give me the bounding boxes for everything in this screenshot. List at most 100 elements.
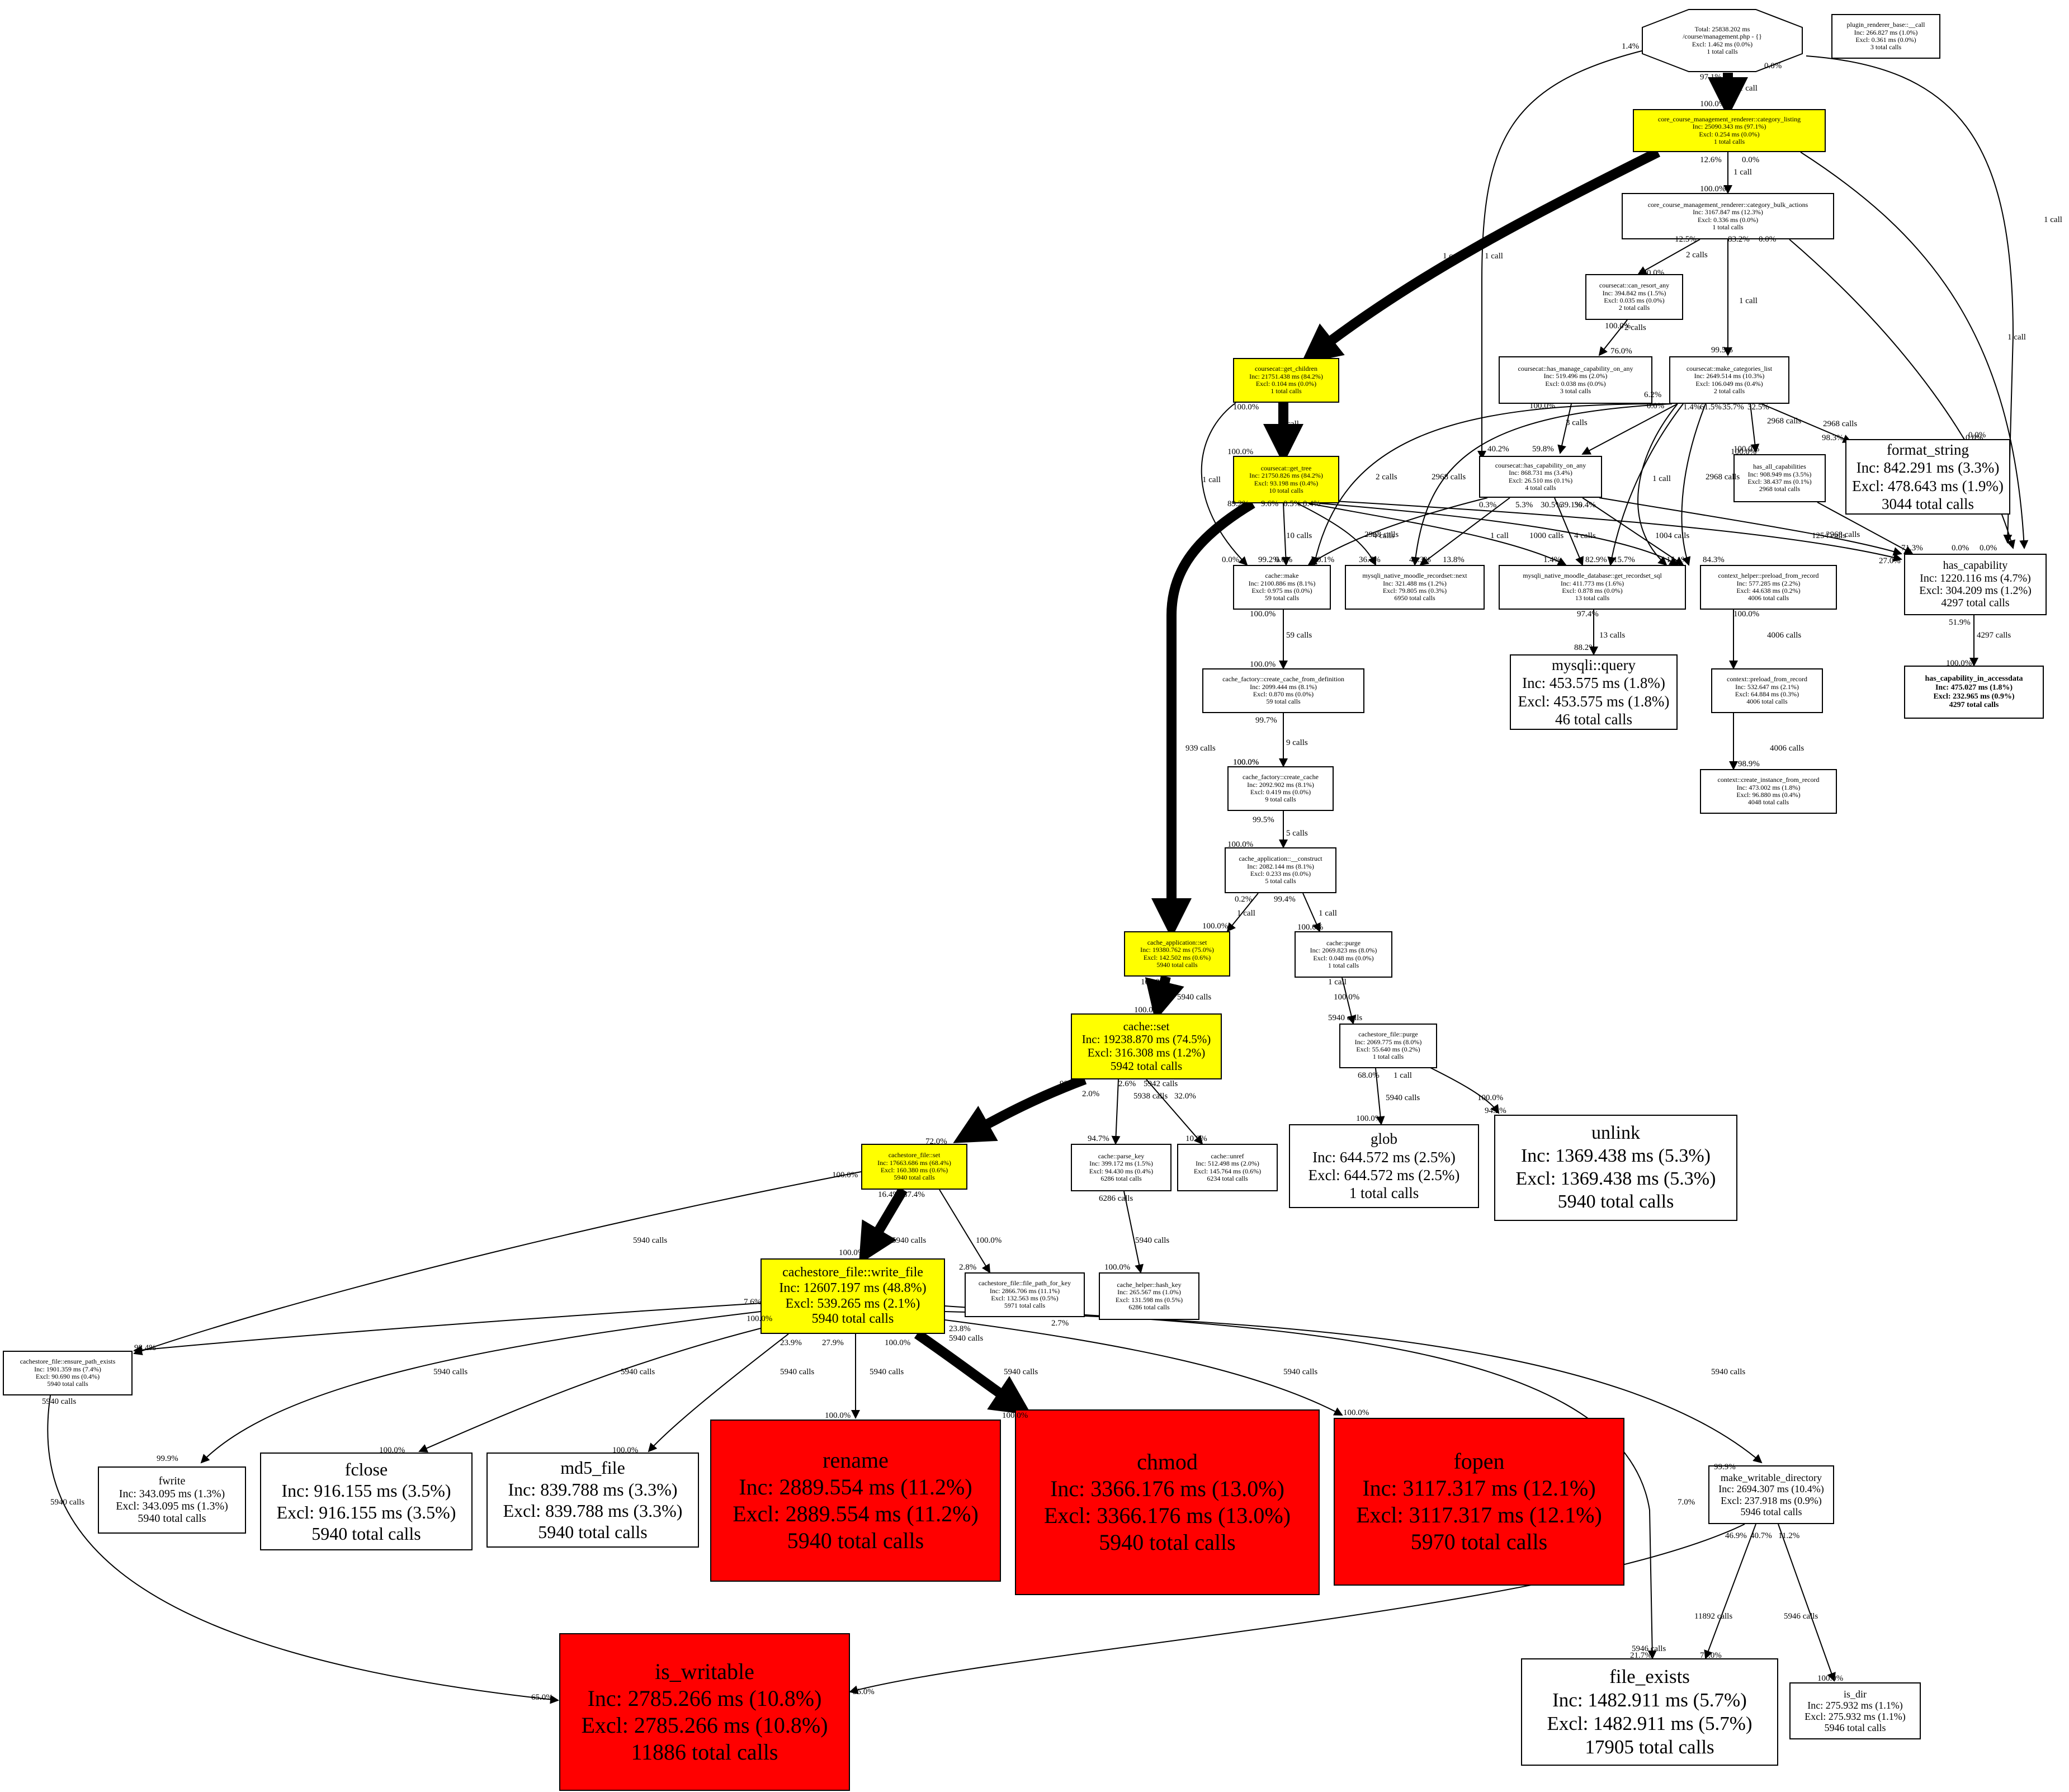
node-text: Inc: 453.575 ms (1.8%) — [1522, 675, 1665, 692]
node-chmod[interactable]: chmod Inc: 3366.176 ms (13.0%) Excl: 336… — [1015, 1409, 1320, 1595]
node-format-string[interactable]: format_string Inc: 842.291 ms (3.3%) Exc… — [1845, 439, 2010, 515]
node-create-instance[interactable]: context::create_instance_from_record Inc… — [1700, 769, 1837, 814]
edge-label: 0.0% — [1764, 62, 1782, 70]
node-get-tree[interactable]: coursecat::get_tree Inc: 21750.826 ms (8… — [1233, 456, 1339, 503]
node-write-file[interactable]: cachestore_file::write_file Inc: 12607.1… — [760, 1258, 945, 1334]
node-glob[interactable]: glob Inc: 644.572 ms (2.5%) Excl: 644.57… — [1289, 1124, 1479, 1208]
edge-label: 100.0% — [1605, 322, 1631, 331]
node-text: 9 total calls — [1265, 795, 1296, 804]
node-has-manage-capability[interactable]: coursecat::has_manage_capability_on_any … — [1499, 356, 1652, 404]
node-text: Excl: 453.575 ms (1.8%) — [1518, 692, 1670, 710]
node-make-categories-list[interactable]: coursecat::make_categories_list Inc: 264… — [1669, 356, 1789, 404]
edge-label: 59 calls — [1286, 631, 1312, 640]
node-text: Excl: 644.572 ms (2.5%) — [1308, 1167, 1460, 1183]
node-has-all-capabilities[interactable]: has_all_capabilities Inc: 908.949 ms (3.… — [1733, 454, 1826, 502]
edge-label: 88.2% — [1574, 643, 1596, 652]
edge-label: 30.4% — [1574, 501, 1596, 510]
edge-label: 1 call — [1739, 296, 1758, 305]
node-hash-key[interactable]: cache_helper::hash_key Inc: 265.567 ms (… — [1099, 1272, 1199, 1320]
node-context-preload[interactable]: context::preload_from_record Inc: 532.64… — [1711, 668, 1823, 713]
node-has-capability-on-any[interactable]: coursecat::has_capability_on_any Inc: 86… — [1479, 456, 1602, 498]
node-plugin-renderer[interactable]: plugin_renderer_base::__call Inc: 266.82… — [1831, 14, 1940, 59]
edge-label: 5.3% — [1515, 501, 1533, 510]
node-text: Inc: 1482.911 ms (5.7%) — [1552, 1689, 1747, 1711]
node-cachestore-file-set[interactable]: cachestore_file::set Inc: 17663.686 ms (… — [861, 1144, 967, 1190]
node-category-bulk-actions[interactable]: core_course_management_renderer::categor… — [1622, 193, 1834, 239]
edge-label: 1 call — [1237, 909, 1255, 918]
node-cache-make[interactable]: cache::make Inc: 2100.886 ms (8.1%) Excl… — [1233, 565, 1331, 610]
node-text: md5_file — [560, 1458, 625, 1478]
node-text: core_course_management_renderer::categor… — [1647, 200, 1808, 209]
edge-label: 93.1% — [1060, 1079, 1081, 1088]
edge-label: 1 call — [1739, 84, 1758, 93]
node-text: Inc: 3366.176 ms (13.0%) — [1050, 1476, 1284, 1501]
node-parse-key[interactable]: cache::parse_key Inc: 399.172 ms (1.5%) … — [1071, 1144, 1172, 1191]
edge-label: 5940 calls — [621, 1367, 655, 1376]
edge-label: 2968 calls — [1432, 473, 1466, 482]
node-fopen[interactable]: fopen Inc: 3117.317 ms (12.1%) Excl: 311… — [1334, 1418, 1624, 1586]
edge-get-tree-format-string — [1325, 500, 1902, 562]
node-text: unlink — [1591, 1123, 1640, 1144]
node-text: Excl: 3117.317 ms (12.1%) — [1356, 1502, 1602, 1527]
edge-label: 100.0% — [1343, 1408, 1369, 1417]
node-is-writable[interactable]: is_writable Inc: 2785.266 ms (10.8%) Exc… — [559, 1633, 850, 1791]
node-text: cache::parse_key — [1098, 1152, 1145, 1160]
node-text: Excl: 0.975 ms (0.0%) — [1251, 587, 1312, 595]
node-cache-application-construct[interactable]: cache_application::__construct Inc: 2082… — [1225, 847, 1336, 893]
edge-label: 40.2% — [1487, 445, 1509, 454]
node-mysqli-query[interactable]: mysqli::query Inc: 453.575 ms (1.8%) Exc… — [1510, 654, 1678, 730]
node-total[interactable]: Total: 25838.202 ms /course/management.p… — [1641, 8, 1803, 73]
node-make-writable-directory[interactable]: make_writable_directory Inc: 2694.307 ms… — [1708, 1465, 1834, 1524]
node-create-cache[interactable]: cache_factory::create_cache Inc: 2092.90… — [1227, 766, 1334, 811]
edge-label: 65.0% — [531, 1693, 553, 1702]
node-has-capability[interactable]: has_capability Inc: 1220.116 ms (4.7%) E… — [1904, 554, 2047, 615]
edge-label: 100.0% — [1638, 268, 1665, 277]
node-text: Excl: 0.104 ms (0.0%) — [1255, 380, 1317, 388]
edge-label: 5940 calls — [433, 1367, 468, 1376]
node-get-recordset-sql[interactable]: mysqli_native_moodle_database::get_recor… — [1499, 565, 1686, 610]
node-cachestore-purge[interactable]: cachestore_file::purge Inc: 2069.775 ms … — [1339, 1024, 1437, 1068]
edge-label: 3 calls — [1566, 418, 1588, 427]
node-file-path-for-key[interactable]: cachestore_file::file_path_for_key Inc: … — [965, 1272, 1085, 1317]
edge-label: 5940 calls — [780, 1367, 815, 1376]
node-text: 4297 total calls — [1949, 701, 1999, 710]
edge-label: 100.0% — [1250, 660, 1276, 669]
edge-label: 30.5% — [1541, 501, 1562, 510]
node-md5-file[interactable]: md5_file Inc: 839.788 ms (3.3%) Excl: 83… — [486, 1453, 699, 1548]
edge-make-writable-file-exists — [1704, 1524, 1756, 1659]
node-category-listing[interactable]: core_course_management_renderer::categor… — [1633, 109, 1826, 152]
node-file-exists[interactable]: file_exists Inc: 1482.911 ms (5.7%) Excl… — [1521, 1658, 1778, 1766]
node-text: Excl: 0.038 ms (0.0%) — [1545, 379, 1606, 388]
node-cache-set[interactable]: cache::set Inc: 19238.870 ms (74.5%) Exc… — [1071, 1013, 1222, 1079]
node-recordset-next[interactable]: mysqli_native_moodle_recordset::next Inc… — [1345, 565, 1485, 610]
node-text: 5940 total calls — [787, 1528, 924, 1553]
node-unlink[interactable]: unlink Inc: 1369.438 ms (5.3%) Excl: 136… — [1494, 1115, 1737, 1221]
node-text: rename — [823, 1447, 889, 1473]
node-text: context_helper::preload_from_record — [1718, 572, 1819, 580]
node-text: Excl: 145.764 ms (0.6%) — [1193, 1167, 1262, 1175]
node-fwrite[interactable]: fwrite Inc: 343.095 ms (1.3%) Excl: 343.… — [98, 1466, 246, 1534]
node-text: 4 total calls — [1525, 483, 1556, 492]
node-fclose[interactable]: fclose Inc: 916.155 ms (3.5%) Excl: 916.… — [260, 1453, 473, 1550]
node-preload-from-record[interactable]: context_helper::preload_from_record Inc:… — [1700, 565, 1837, 610]
edge-label: 99.4% — [1274, 895, 1296, 904]
node-text: Excl: 0.419 ms (0.0%) — [1250, 788, 1311, 796]
node-text: Inc: 2649.514 ms (10.3%) — [1694, 372, 1765, 380]
node-unref[interactable]: cache::unref Inc: 512.498 ms (2.0%) Excl… — [1177, 1144, 1278, 1191]
node-cache-purge[interactable]: cache::purge Inc: 2069.823 ms (8.0%) Exc… — [1295, 931, 1392, 978]
node-text: Excl: 38.437 ms (0.1%) — [1747, 478, 1812, 485]
node-text: cache_factory::create_cache — [1243, 773, 1319, 781]
node-rename[interactable]: rename Inc: 2889.554 ms (11.2%) Excl: 28… — [710, 1420, 1001, 1582]
node-text: chmod — [1137, 1449, 1198, 1474]
node-text: 4006 total calls — [1747, 594, 1789, 602]
node-get-children[interactable]: coursecat::get_children Inc: 21751.438 m… — [1233, 358, 1339, 403]
node-cache-application-set[interactable]: cache_application::set Inc: 19380.762 ms… — [1124, 931, 1230, 977]
node-can-resort-any[interactable]: coursecat::can_resort_any Inc: 394.842 m… — [1585, 274, 1683, 320]
edge-label: 1 call — [1202, 475, 1221, 484]
node-has-capability-in-accessdata[interactable]: has_capability_in_accessdata Inc: 475.02… — [1904, 666, 2044, 719]
node-ensure-path-exists[interactable]: cachestore_file::ensure_path_exists Inc:… — [3, 1351, 133, 1395]
node-is-dir[interactable]: is_dir Inc: 275.932 ms (1.1%) Excl: 275.… — [1789, 1682, 1921, 1739]
node-text: Excl: 0.878 ms (0.0%) — [1562, 587, 1623, 595]
edge-label: 0.0% — [1742, 155, 1760, 164]
node-create-cache-from-definition[interactable]: cache_factory::create_cache_from_definit… — [1202, 668, 1364, 713]
